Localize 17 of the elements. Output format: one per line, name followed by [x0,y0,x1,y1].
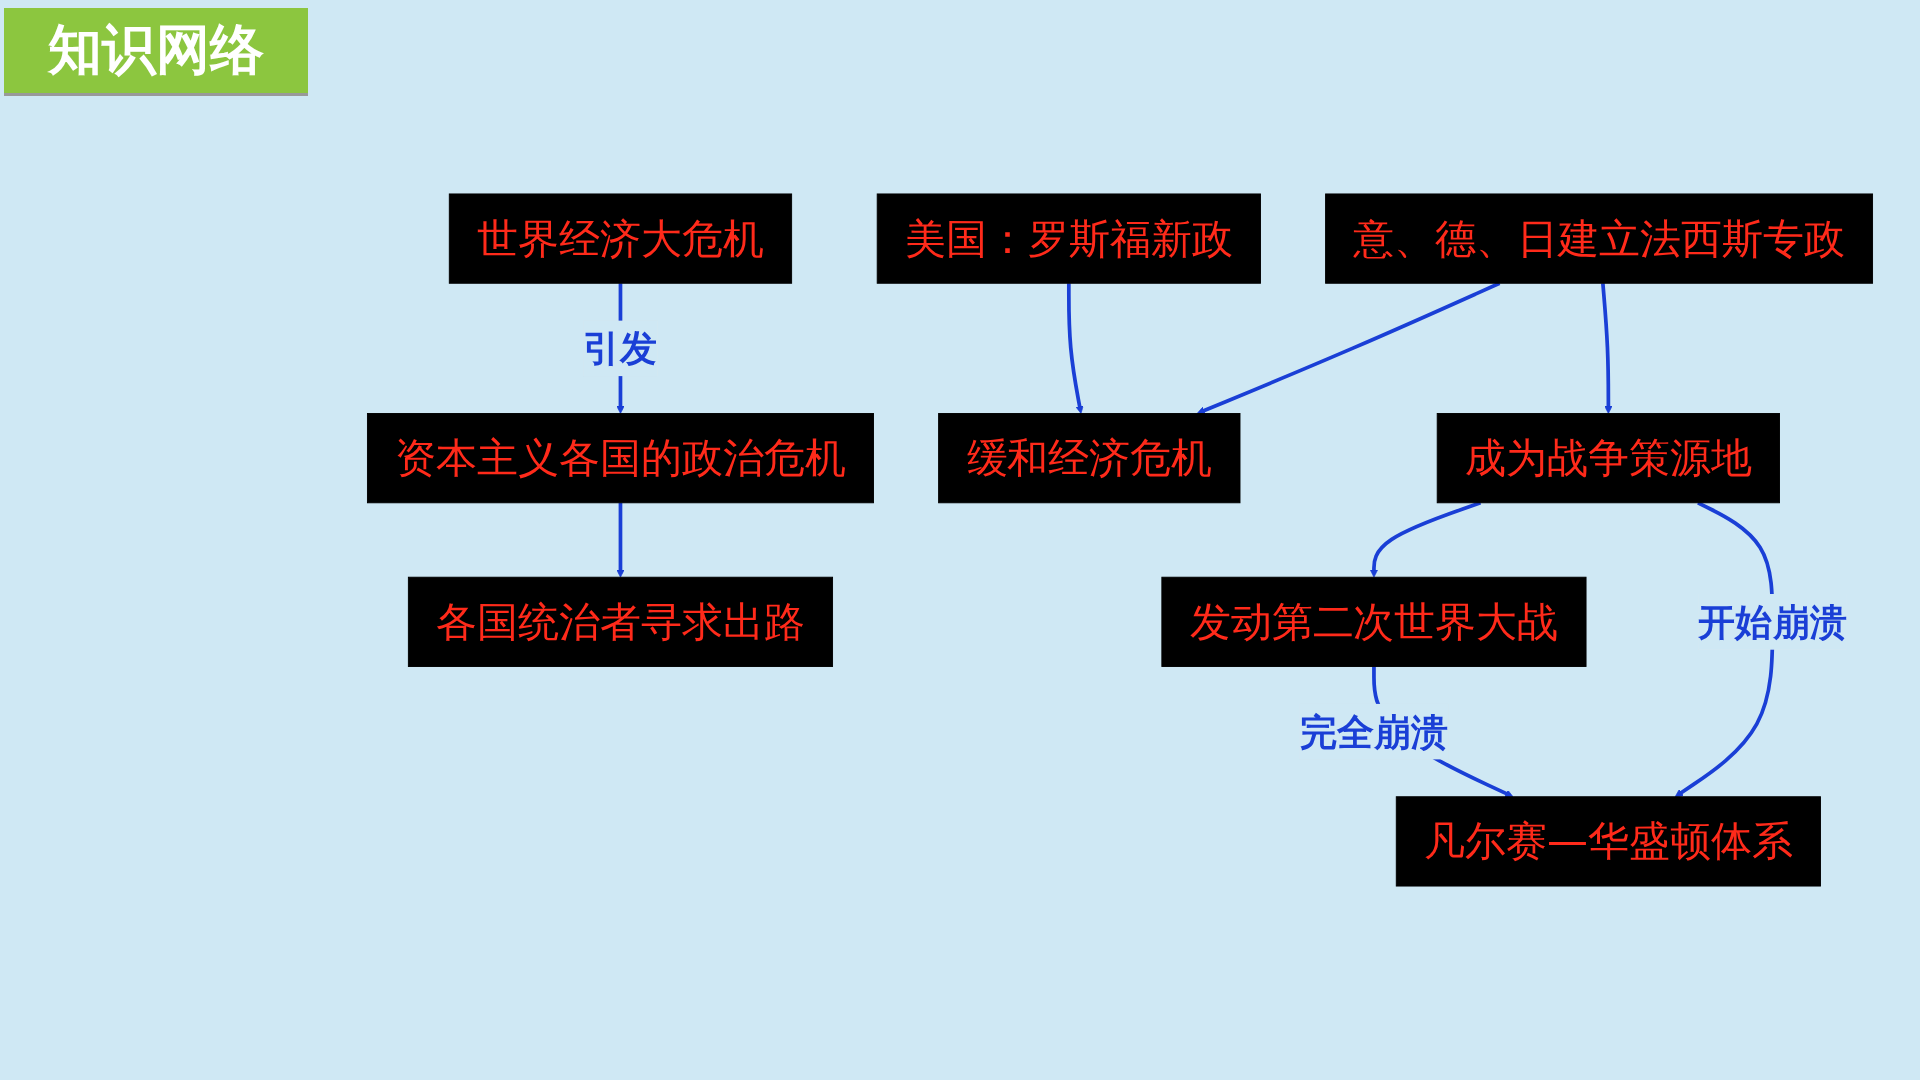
title-banner: 知识网络 [4,8,308,96]
node-box: 成为战争策源地 [1436,413,1780,504]
arrow [1067,283,1084,414]
arrow [616,502,625,578]
arrow [1369,501,1482,578]
node-box: 发动第二次世界大战 [1161,576,1587,667]
node-box: 世界经济大危机 [448,193,793,284]
node-box: 凡尔赛—华盛顿体系 [1395,796,1821,887]
edge-label: 引发 [583,326,658,370]
node-box: 缓和经济危机 [938,413,1241,504]
node-box: 各国统治者寻求出路 [407,576,834,667]
node-box: 意、德、日建立法西斯专政 [1325,193,1874,284]
arrow [1601,283,1613,414]
node-box: 美国：罗斯福新政 [876,193,1261,284]
edge-label: 开始崩溃 [1698,600,1847,644]
node-box: 资本主义各国的政治危机 [366,413,874,504]
edge-label: 完全崩溃 [1299,710,1449,754]
